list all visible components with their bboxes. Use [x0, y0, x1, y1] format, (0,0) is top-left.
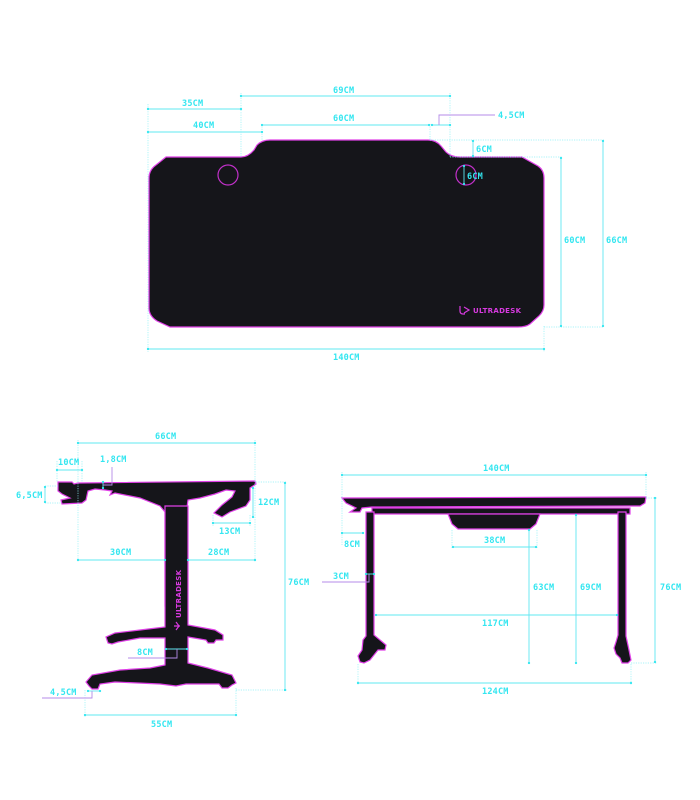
- dim-label-66cm-depth: 66CM: [606, 236, 627, 246]
- desk-top-surface: [148, 139, 545, 328]
- dim-label-69cm-front: 69CM: [580, 583, 601, 593]
- dim-label-1-8cm: 1,8CM: [100, 455, 127, 465]
- dim-label-76cm-front: 76CM: [660, 583, 681, 593]
- side-column: [85, 505, 237, 690]
- side-logo-text: ULTRADESK: [175, 569, 183, 618]
- logo-text: ULTRADESK: [473, 307, 522, 315]
- ultradesk-logo-icon: [459, 306, 471, 315]
- dim-label-124cm: 124CM: [482, 687, 509, 697]
- dim-label-8cm-column: 8CM: [137, 648, 153, 658]
- dim-label-38cm: 38CM: [484, 536, 505, 546]
- cable-hole-left-icon: [217, 164, 239, 186]
- dim-label-117cm: 117CM: [482, 619, 509, 629]
- front-right-leg: [613, 511, 632, 664]
- dim-label-55cm: 55CM: [151, 720, 172, 730]
- dim-label-8cm-front: 8CM: [344, 540, 360, 550]
- dim-label-6-5cm: 6,5CM: [16, 491, 43, 501]
- dim-label-63cm: 63CM: [533, 583, 554, 593]
- top-view: ULTRADESK 35CM 69CM 40CM 60CM 4,5CM 6CM: [146, 86, 627, 363]
- side-logo-icon: [174, 621, 180, 631]
- dim-label-3cm: 3CM: [333, 572, 349, 582]
- cable-hole-right-icon: [455, 164, 477, 186]
- dim-label-35cm: 35CM: [182, 99, 203, 109]
- dim-label-140cm-front: 140CM: [483, 464, 510, 474]
- dim-label-60cm-depth: 60CM: [564, 236, 585, 246]
- dim-label-60cm-width: 60CM: [333, 114, 354, 124]
- dim-label-12cm: 12CM: [258, 498, 279, 508]
- ultradesk-logo: ULTRADESK: [459, 306, 522, 315]
- dim-label-40cm: 40CM: [193, 121, 214, 131]
- front-cable-tray: [447, 513, 541, 530]
- dim-label-28cm: 28CM: [208, 548, 229, 558]
- dim-label-6cm-height: 6CM: [476, 145, 492, 155]
- dim-label-6cm-hole: 6CM: [467, 172, 483, 182]
- side-view: ULTRADESK 66CM 10CM 1,8CM 6,5CM 12CM 13: [16, 432, 309, 730]
- dim-label-30cm: 30CM: [110, 548, 131, 558]
- dim-label-10cm: 10CM: [58, 458, 79, 468]
- dim-label-13cm: 13CM: [219, 527, 240, 537]
- dim-label-140cm-top: 140CM: [333, 353, 360, 363]
- dim-label-76cm-side: 76CM: [288, 578, 309, 588]
- dim-label-69cm: 69CM: [333, 86, 354, 96]
- side-desk-profile: [57, 480, 257, 607]
- front-desk-top: [340, 496, 647, 513]
- front-view: 140CM 8CM 38CM 3CM 63CM 69CM 76CM 117CM …: [322, 464, 681, 697]
- dim-label-4-5cm: 4,5CM: [498, 111, 525, 121]
- front-left-leg: [357, 511, 387, 664]
- dim-label-4-5cm-foot: 4,5CM: [50, 688, 77, 698]
- front-frame-bar: [371, 507, 631, 515]
- dim-label-66cm-side: 66CM: [155, 432, 176, 442]
